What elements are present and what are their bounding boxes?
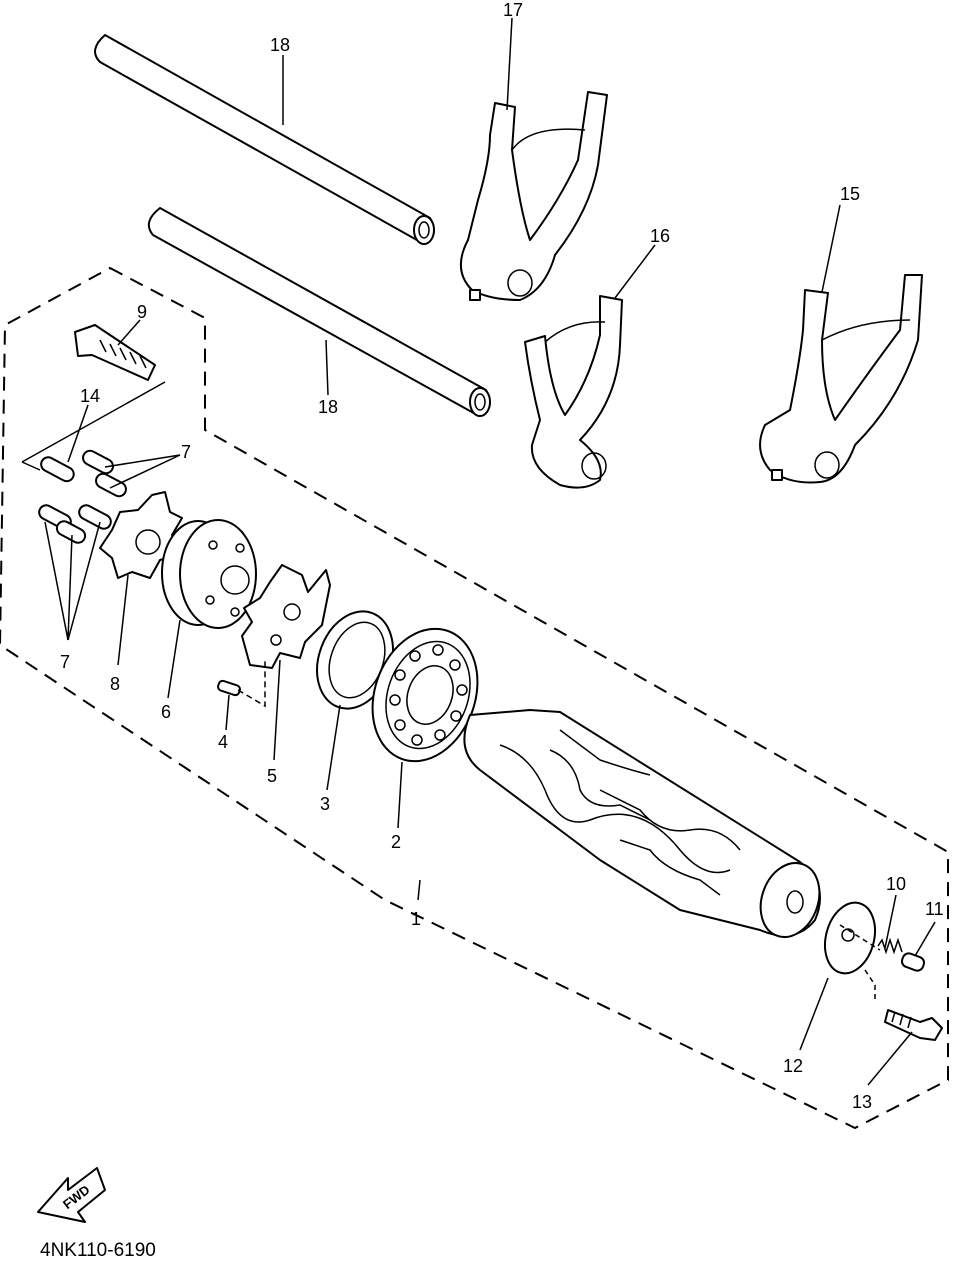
- spring-10: [877, 937, 903, 955]
- label-18-upper: 18: [270, 35, 290, 55]
- detent-pin-11: [900, 952, 926, 972]
- label-4: 4: [218, 732, 228, 752]
- pin-4-leader: [237, 660, 266, 708]
- shift-drum-1: [463, 709, 821, 938]
- pin-4: [217, 679, 241, 697]
- label-2: 2: [391, 832, 401, 852]
- shift-fork-16: [524, 295, 623, 489]
- cam-plate-5: [241, 564, 331, 669]
- label-8: 8: [110, 674, 120, 694]
- label-1: 1: [411, 909, 421, 929]
- plate-12: [824, 901, 876, 975]
- screw-9: [74, 324, 156, 381]
- shift-fork-shaft-lower: [147, 207, 491, 417]
- label-12: 12: [783, 1056, 803, 1076]
- label-10: 10: [886, 874, 906, 894]
- part-labels: 17 18 15 16 9 14 18 7 7 8 6 4 5 3 2 10 1…: [60, 0, 944, 1112]
- label-6: 6: [161, 702, 171, 722]
- label-17: 17: [503, 0, 523, 20]
- segment-6: [161, 519, 257, 629]
- label-7-upper: 7: [181, 442, 191, 462]
- star-plate-8: [99, 491, 183, 579]
- label-15: 15: [840, 184, 860, 204]
- bearing-2: [371, 627, 479, 763]
- shift-fork-15: [759, 274, 923, 484]
- label-13: 13: [852, 1092, 872, 1112]
- label-18-lower: 18: [318, 397, 338, 417]
- ring-3: [316, 610, 394, 710]
- axis-line-13: [864, 969, 876, 1000]
- label-16: 16: [650, 226, 670, 246]
- shift-fork-shaft-upper: [94, 34, 435, 245]
- label-5: 5: [267, 766, 277, 786]
- label-11: 11: [925, 899, 944, 919]
- label-9: 9: [137, 302, 147, 322]
- forward-arrow-icon: FWD: [37, 1167, 106, 1223]
- shift-fork-17: [460, 91, 608, 301]
- drawing-code: 4NK110-6190: [40, 1240, 156, 1261]
- screw-13: [884, 1009, 943, 1041]
- label-7-lower: 7: [60, 652, 70, 672]
- label-14: 14: [80, 386, 100, 406]
- label-3: 3: [320, 794, 330, 814]
- axis-line-12: [839, 924, 881, 951]
- assembly-outline: [0, 266, 949, 1130]
- pin-group-outline: [21, 381, 166, 471]
- leader-lines: [44, 17, 936, 1086]
